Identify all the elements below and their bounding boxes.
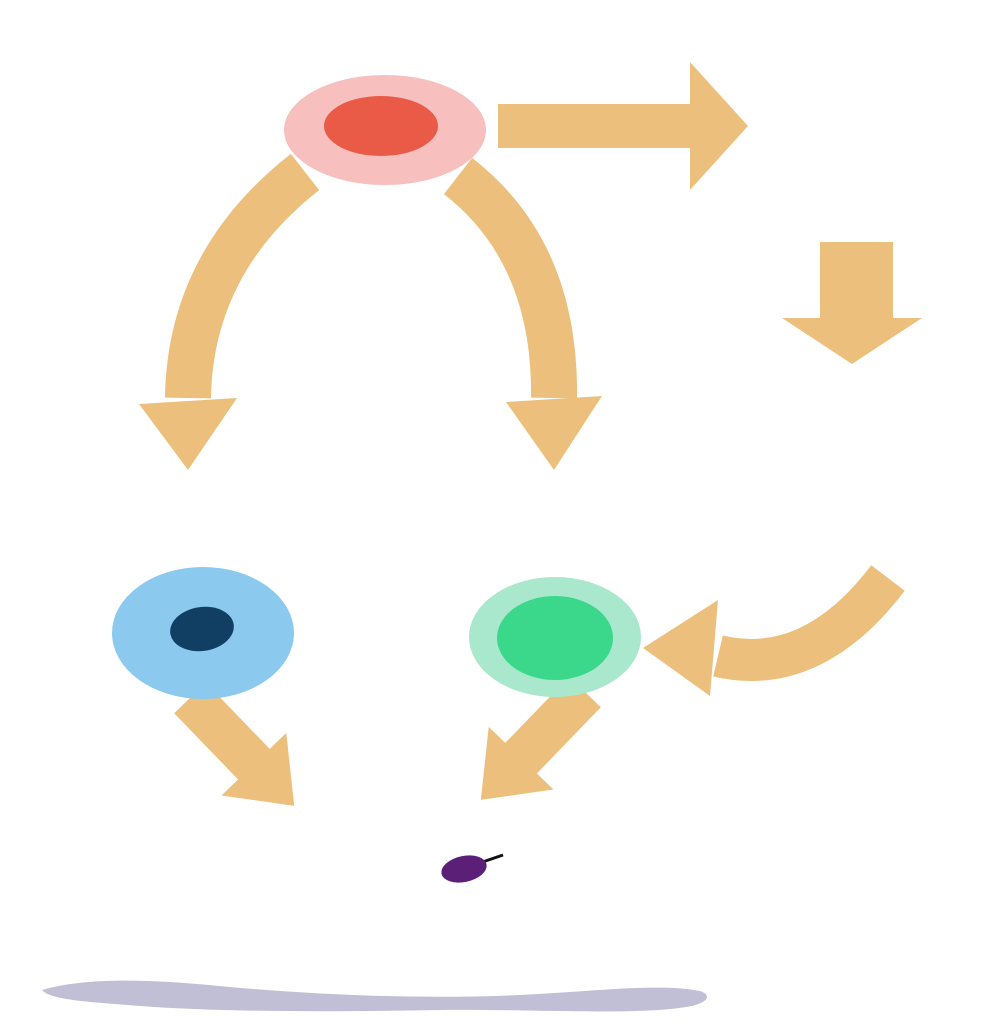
mhc-molecule <box>441 853 504 883</box>
arrow-layer <box>139 62 922 806</box>
attack-arrow-kt <box>480 676 601 800</box>
basement-membrane <box>42 980 707 1012</box>
nkt-cell <box>284 75 486 185</box>
activation-arrow-to-nk <box>165 153 320 399</box>
activation-arrowhead-kt <box>506 396 602 470</box>
activation-arrowhead-nk <box>139 398 237 470</box>
killer-t-cell <box>469 577 641 697</box>
maturation-arrow <box>782 242 922 364</box>
activation-arrow-to-kt <box>443 157 578 399</box>
antigen-present-arrowhead <box>643 600 718 696</box>
attack-arrow-nk <box>174 682 295 806</box>
nk-cell <box>112 567 294 699</box>
activation-arrow-to-dc <box>498 62 748 190</box>
antigen-present-arrow <box>713 565 905 681</box>
